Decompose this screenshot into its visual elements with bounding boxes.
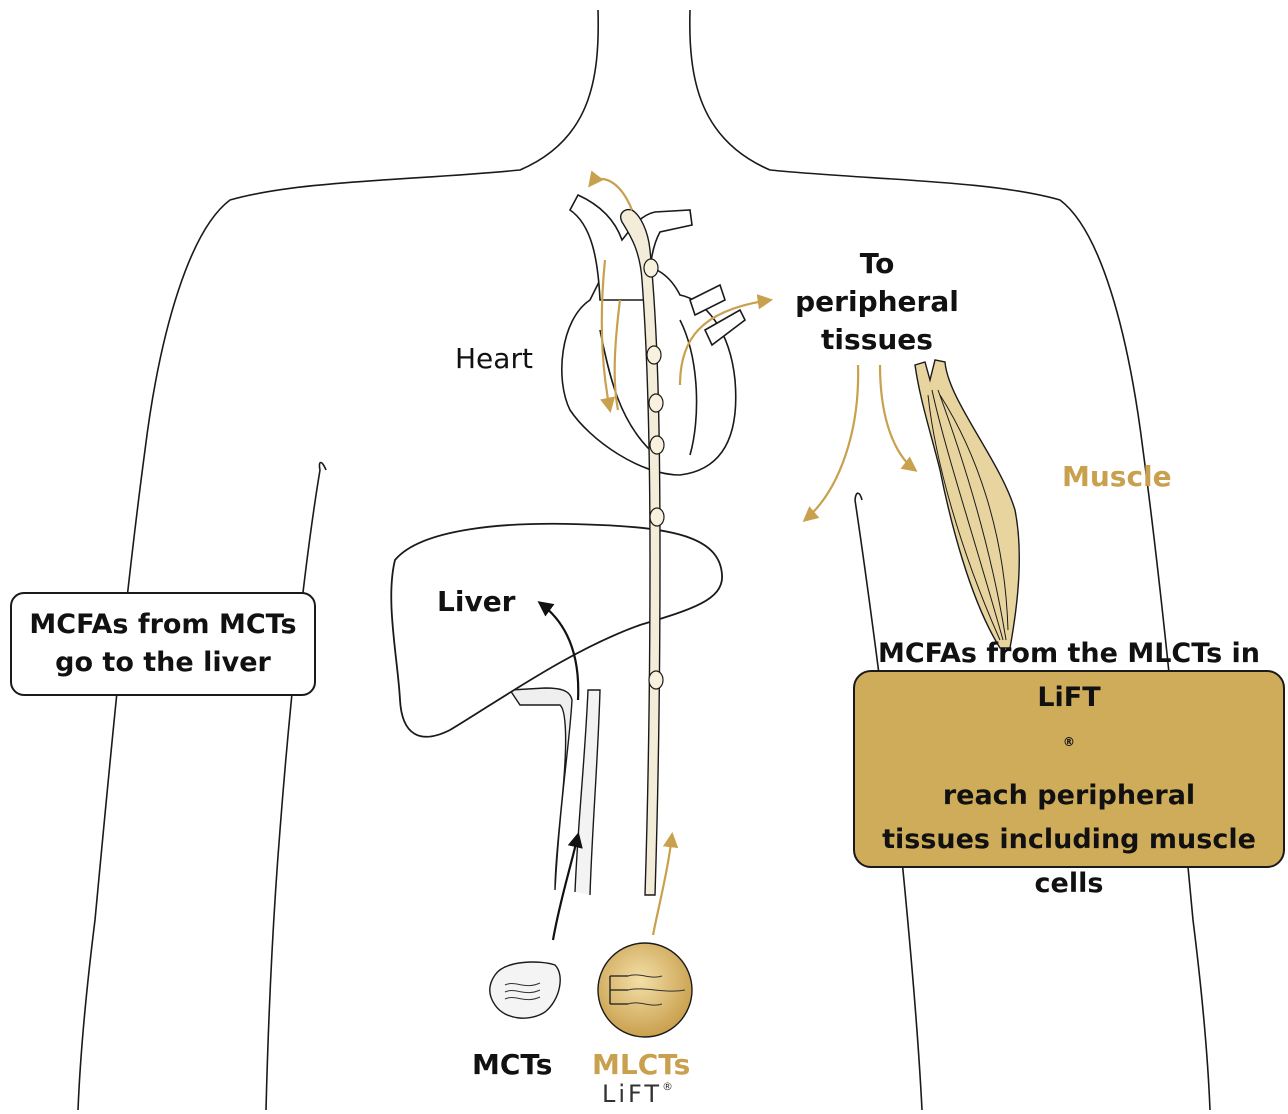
- registered-mark: ®: [662, 1080, 676, 1093]
- portal-vessel: [510, 688, 600, 895]
- to-peripheral-tissues-label: To peripheral tissues: [772, 245, 982, 359]
- mlcts-info-line: MCFAs from the MLCTs in: [878, 632, 1260, 676]
- lift-brand-text: LiFT: [602, 1080, 662, 1108]
- mlcts-sphere: [598, 943, 692, 1037]
- vessel-node: [649, 671, 663, 689]
- vessel-node: [649, 394, 663, 412]
- mcts-info-box: MCFAs from MCTs go to the liver: [10, 592, 316, 696]
- to-peripheral-line: peripheral: [772, 283, 982, 321]
- mlcts-info-line-2-rest: reach peripheral: [943, 774, 1195, 818]
- armpit-left: [319, 463, 326, 471]
- mlcts-info-line-2: LiFT ® reach peripheral: [943, 676, 1195, 817]
- arrow-peripheral-right: [880, 365, 915, 470]
- torso-right-outline: [690, 10, 1210, 1110]
- muscle-illustration: [915, 360, 1019, 648]
- registered-mark: ®: [1063, 735, 1075, 749]
- mcts-label: MCTs: [472, 1048, 552, 1081]
- vessel-node: [644, 259, 658, 277]
- mlcts-info-line: tissues including muscle: [882, 818, 1256, 862]
- mcts-info-line: go to the liver: [55, 644, 271, 682]
- to-peripheral-line: To: [772, 245, 982, 283]
- mlcts-info-line: cells: [1035, 862, 1104, 906]
- heart-label: Heart: [455, 342, 533, 375]
- armpit-right: [855, 493, 862, 500]
- muscle-label: Muscle: [1062, 460, 1172, 493]
- mcts-info-line: MCFAs from MCTs: [29, 606, 296, 644]
- muscle-shape: [915, 360, 1019, 648]
- mlcts-label: MLCTs: [592, 1048, 690, 1081]
- mlcts-info-box: MCFAs from the MLCTs in LiFT® reach peri…: [853, 670, 1285, 868]
- to-peripheral-line: tissues: [772, 321, 982, 359]
- mcts-droplet: [490, 962, 560, 1018]
- liver-label: Liver: [437, 585, 516, 618]
- vessel-node: [647, 346, 661, 364]
- lift-inline-brand: LiFT: [943, 676, 1195, 720]
- arrow-peripheral-left: [805, 365, 858, 520]
- lift-brand-logo: LiFT®: [602, 1080, 676, 1108]
- vessel-node: [650, 508, 664, 526]
- vessel-node: [650, 436, 664, 454]
- left-arm-inner-outline: [266, 470, 320, 1110]
